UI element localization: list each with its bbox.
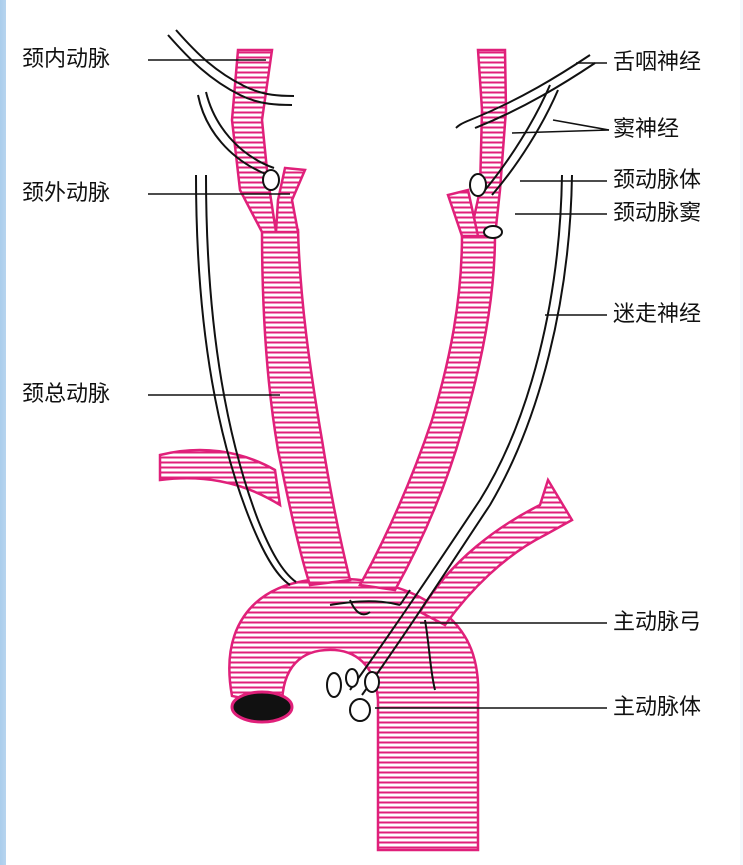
right-common-carotid-vessel [262, 230, 350, 585]
left-subclavian-vessel [420, 480, 572, 625]
label-common-carotid: 颈总动脉 [22, 382, 110, 408]
label-internal-carotid: 颈内动脉 [22, 47, 110, 73]
aortic-body-3 [346, 669, 358, 687]
left-glossopharyngeal-nerve [456, 55, 590, 128]
label-aortic-body: 主动脉体 [613, 695, 701, 721]
label-vagus-nerve: 迷走神经 [613, 302, 701, 328]
left-carotid-sinus-branching [484, 226, 502, 238]
left-carotid-body [470, 174, 486, 196]
label-carotid-body: 颈动脉体 [613, 168, 701, 194]
left-external-carotid-vessel [448, 190, 478, 236]
left-internal-carotid-vessel [470, 50, 506, 236]
label-sinus-nerve: 窦神经 [613, 117, 679, 143]
subclavian-branch-left [160, 450, 280, 505]
aortic-body-4 [365, 672, 379, 692]
label-glossopharyngeal-nerve: 舌咽神经 [613, 50, 701, 76]
label-aortic-arch: 主动脉弓 [613, 610, 701, 636]
right-carotid [160, 50, 350, 585]
aortic-body-2 [350, 699, 370, 721]
aortic-body-1 [327, 673, 341, 697]
left-carotid [360, 50, 572, 625]
right-external-carotid-vessel [276, 168, 305, 232]
label-external-carotid: 颈外动脉 [22, 181, 110, 207]
left-common-carotid-vessel [360, 235, 495, 590]
leader-sinus-nerve-b [553, 120, 609, 130]
right-carotid-body [263, 170, 279, 190]
label-carotid-sinus: 颈动脉窦 [613, 201, 701, 227]
aorta-cut-end [232, 692, 292, 722]
right-internal-carotid-vessel [232, 50, 276, 232]
